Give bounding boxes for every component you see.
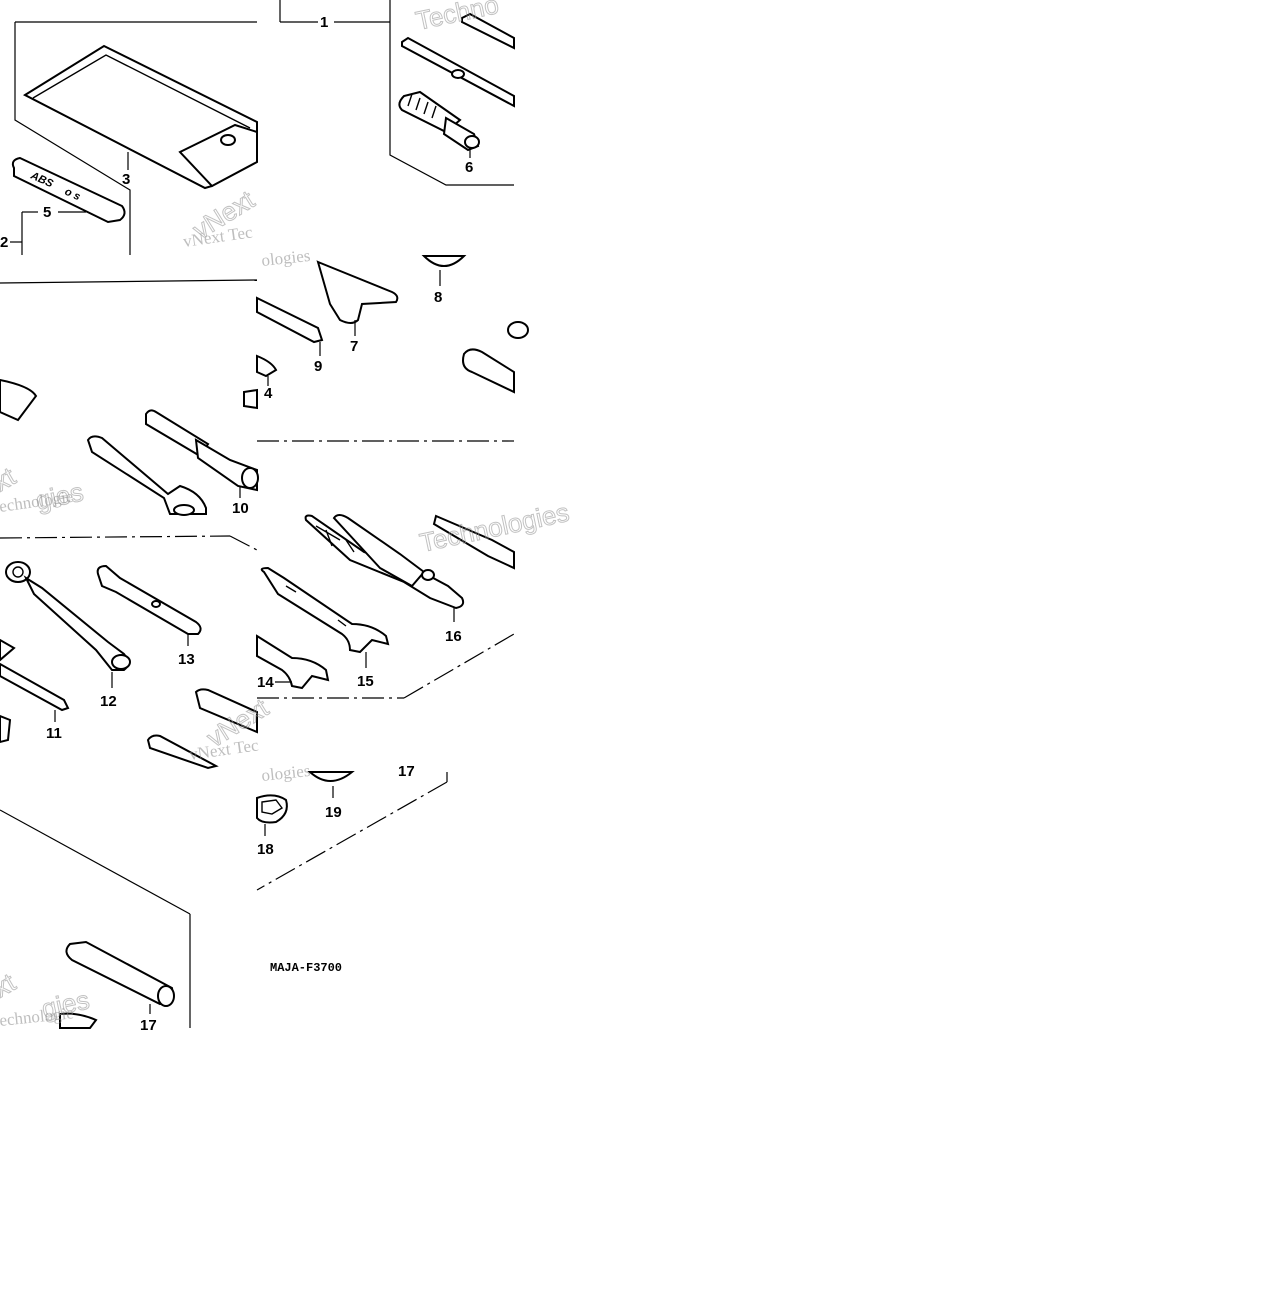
watermark-ologies: ologies [260,246,311,270]
tool-bag-icon [22,44,258,190]
callout-18: 18 [257,841,274,858]
bar-handle-icon [146,688,258,770]
callout-5: 5 [43,204,51,221]
watermark-ologies-2: ologies [260,761,311,785]
screwdriver-handle-icon [398,90,480,152]
box-wrench-13-icon [96,564,202,635]
tile-tool-bag: ABS o s 3 5 2 vNext vNext Tec [0,21,261,255]
diagram-code: MAJA-F3700 [270,961,342,975]
tile-grip: 17 xt gies echnologie [0,809,191,1034]
callout-14: 14 [257,674,274,691]
callout-13: 13 [178,651,195,668]
open-end-wrench-7-icon [316,260,399,324]
small-wrench-4-icon [256,354,278,378]
callout-12: 12 [100,693,117,710]
callout-17-partial: 17 [398,763,415,780]
callout-9: 9 [314,358,322,375]
hex-bar-11-icon [0,638,70,712]
tile-screwdrivers: 1 6 Techno [279,0,515,186]
tile-box-wrenches: 12 13 11 vNext vNext Tec [0,535,275,770]
plug-wrench-handle-icon [145,409,259,492]
pliers-icon [304,514,465,610]
callout-10: 10 [232,500,249,517]
hex-key-9-icon [256,296,324,344]
callout-1: 1 [320,14,328,31]
callout-3: 3 [122,171,130,188]
callout-6: 6 [465,159,473,176]
tile-spanner: 10 xt gies echnologie [0,279,259,517]
tile-pliers: 16 15 14 Technologies [256,496,572,699]
watermark-vnext-tec-2: vNext Tec [188,735,260,764]
callout-4: 4 [264,385,273,402]
tile-nuts: ologies 18 19 17 [256,761,448,891]
box-wrench-12-icon [5,561,131,671]
pin-spanner-icon [86,435,207,516]
combination-wrench-icon [462,321,529,394]
ring-nut-19-icon [307,771,355,782]
callout-7: 7 [350,338,358,355]
callout-19: 19 [325,804,342,821]
callout-8: 8 [434,289,442,306]
strap-sub-marking: o s [63,186,82,203]
ring-nut-8-icon [421,255,467,267]
callout-11: 11 [46,725,62,742]
hex-nut-18-icon [256,794,288,824]
screwdriver-shaft-icon [401,12,515,108]
watermark-xt-2: xt [0,967,21,1003]
callout-2: 2 [0,234,8,251]
callout-15: 15 [357,673,374,690]
adjuster-strap-icon: ABS o s [11,156,126,224]
tile-open-wrenches: ologies 7 9 8 4 [243,246,529,442]
open-wrench-14-icon [256,634,330,690]
callout-16: 16 [445,628,462,645]
watermark-xt: xt [0,461,21,497]
open-wrench-15-icon [260,566,390,654]
callout-17: 17 [140,1017,157,1034]
rubber-grip-icon [65,940,175,1007]
wrench-partial-icon [432,514,515,570]
